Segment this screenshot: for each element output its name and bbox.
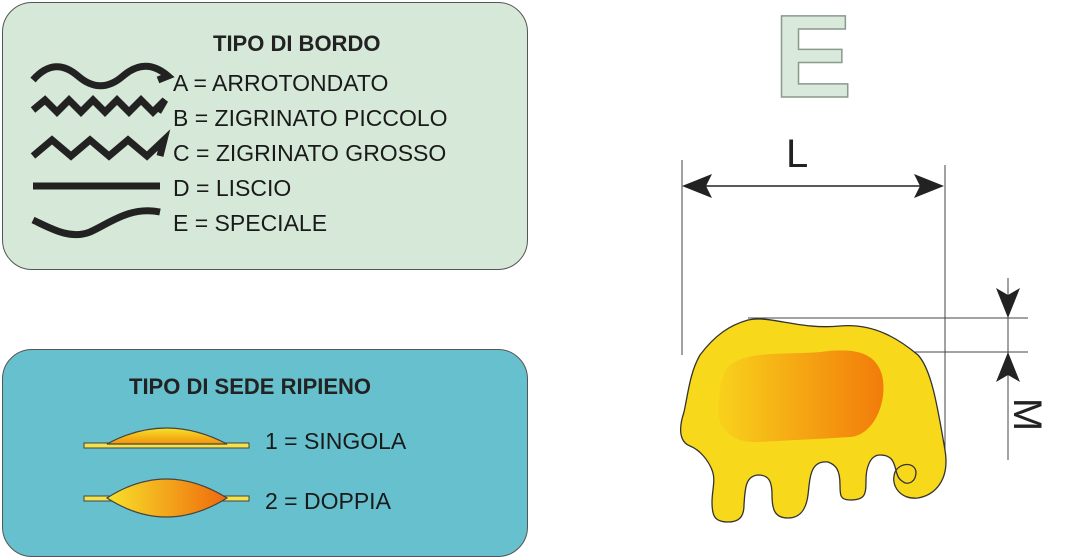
filling-seat-panel: TIPO DI SEDE RIPIENO [2, 349, 528, 557]
border-item-d: D = LISCIO [173, 175, 292, 201]
border-item-c: C = ZIGRINATO GROSSO [173, 140, 447, 166]
double-seat-icon [83, 478, 250, 518]
length-dimension-arrow [682, 174, 944, 198]
length-label: L [786, 132, 809, 176]
large-zigzag-icon [30, 129, 171, 161]
type-letter-badge: E [773, 0, 853, 124]
small-zigzag-icon [30, 95, 169, 117]
rounded-wave-icon [30, 62, 175, 90]
border-item-b: B = ZIGRINATO PICCOLO [173, 105, 448, 131]
margin-dimension-arrows [996, 288, 1020, 382]
seat-item-single: 1 = SINGOLA [265, 428, 407, 454]
special-curve-icon [31, 207, 161, 239]
border-type-title: TIPO DI BORDO [213, 31, 381, 56]
filling-seat-title: TIPO DI SEDE RIPIENO [129, 374, 372, 399]
border-item-a: A = ARROTONDATO [173, 70, 389, 96]
single-seat-icon [83, 427, 250, 449]
dimension-diagram [679, 160, 1028, 523]
elephant-shape [679, 318, 947, 523]
border-icons [30, 62, 175, 239]
margin-label: M [1005, 397, 1050, 432]
type-letter: E [774, 0, 853, 123]
seat-icons [83, 427, 250, 518]
border-item-e: E = SPECIALE [173, 210, 328, 236]
seat-item-double: 2 = DOPPIA [265, 488, 391, 514]
